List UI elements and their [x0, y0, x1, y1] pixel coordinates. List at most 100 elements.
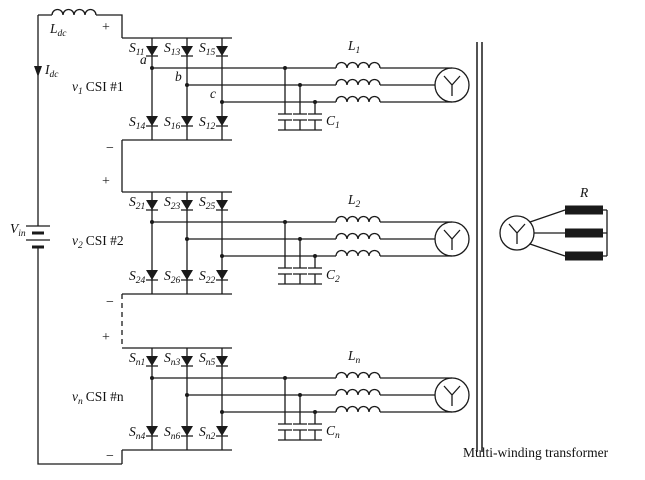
label-l2-sub: 2: [356, 200, 361, 210]
label-c2: C2: [326, 267, 340, 285]
label-cn-main: C: [326, 423, 336, 438]
label-cn-sub: n: [335, 431, 340, 441]
label-s12-main: S: [199, 114, 206, 129]
label-csi1: CSI #1: [86, 79, 124, 94]
label-l1: L1: [347, 38, 360, 56]
label-s13: S13: [164, 40, 181, 58]
label-sn1-main: S: [129, 350, 136, 365]
label-vn-main: v: [72, 389, 78, 404]
inductor-ldc-coil: [51, 8, 97, 16]
battery-short-plates: [32, 231, 44, 249]
label-s22: S22: [199, 268, 216, 286]
label-v2-main: v: [72, 233, 78, 248]
label-sn2-sub: n2: [206, 432, 216, 442]
label-ldc-main: L: [49, 21, 58, 36]
label-csi2: CSI #2: [86, 233, 124, 248]
label-s26-main: S: [164, 268, 171, 283]
resistor-block: [565, 228, 603, 238]
label-s11-sub: 11: [136, 48, 145, 58]
label-l1-sub: 1: [356, 46, 361, 56]
transformer-core: [476, 42, 483, 452]
label-idc-main: I: [44, 62, 51, 77]
label-s22-sub: 22: [206, 276, 216, 286]
label-s13-sub: 13: [171, 48, 181, 58]
label-ldc-sub: dc: [58, 29, 68, 39]
label-vn-sub: n: [78, 397, 83, 407]
label-sn3-main: S: [164, 350, 171, 365]
label-s26-sub: 26: [171, 276, 181, 286]
label-vin: Vin: [10, 221, 26, 239]
label-c1-sub: 1: [335, 121, 340, 131]
label-v2-sub: 2: [78, 241, 83, 251]
label-sn6-sub: n6: [171, 432, 181, 442]
label-sn6-main: S: [164, 424, 171, 439]
label-c2-main: C: [326, 267, 336, 282]
label-c2-sub: 2: [335, 275, 340, 285]
label-s23: S23: [164, 194, 181, 212]
label-plus-2: +: [102, 174, 110, 189]
label-idc-sub: dc: [50, 70, 60, 80]
label-minus-n: −: [106, 449, 114, 464]
label-vin-main: V: [10, 221, 20, 236]
label-ln: Ln: [347, 348, 361, 366]
label-s24: S24: [129, 268, 146, 286]
label-sn5: Sn5: [199, 350, 216, 368]
label-v1-main: v: [72, 79, 78, 94]
label-ln-main: L: [347, 348, 356, 363]
label-s21-sub: 21: [136, 202, 146, 212]
resistor-block: [565, 205, 603, 215]
label-s13-main: S: [164, 40, 171, 55]
label-plus-1: +: [102, 20, 110, 35]
label-idc: Idc: [44, 62, 59, 80]
battery-long-plates: [26, 225, 50, 241]
label-sn3: Sn3: [164, 350, 181, 368]
dc-link-wiring: [26, 8, 123, 465]
label-s24-sub: 24: [136, 276, 146, 286]
secondary-side: [499, 205, 608, 261]
label-s16: S16: [164, 114, 181, 132]
resistor-blocks: [565, 205, 603, 261]
label-sn4: Sn4: [129, 424, 146, 442]
dc-wires: [37, 14, 123, 465]
label-sn1: Sn1: [129, 350, 145, 368]
label-l1-main: L: [347, 38, 356, 53]
label-ldc: Ldc: [49, 21, 67, 39]
label-s15-sub: 15: [206, 48, 216, 58]
label-sn5-sub: n5: [206, 358, 216, 368]
label-s25-sub: 25: [206, 202, 216, 212]
resistor-block: [565, 251, 603, 261]
current-arrow: [34, 66, 42, 77]
label-s23-sub: 23: [171, 202, 181, 212]
label-sn4-main: S: [129, 424, 136, 439]
label-s26: S26: [164, 268, 181, 286]
labels-layer: Ldc Idc Vin R Multi-winding transformer …: [10, 20, 609, 464]
label-v1-sub: 1: [78, 87, 83, 97]
label-minus-1: −: [106, 141, 114, 156]
label-transformer-caption: Multi-winding transformer: [463, 445, 609, 460]
label-s11: S11: [129, 40, 145, 58]
label-r: R: [579, 185, 589, 200]
label-s22-main: S: [199, 268, 206, 283]
label-s12-sub: 12: [206, 122, 216, 132]
label-s25: S25: [199, 194, 216, 212]
label-s14-main: S: [129, 114, 136, 129]
label-sn6: Sn6: [164, 424, 181, 442]
label-l2-main: L: [347, 192, 356, 207]
label-s14: S14: [129, 114, 146, 132]
label-phase-b: b: [175, 69, 182, 84]
label-s23-main: S: [164, 194, 171, 209]
label-c1-main: C: [326, 113, 336, 128]
label-sn1-sub: n1: [136, 358, 146, 368]
label-plus-n: +: [102, 330, 110, 345]
label-s15-main: S: [199, 40, 206, 55]
label-vin-sub: in: [18, 229, 26, 239]
label-minus-2: −: [106, 295, 114, 310]
label-s15: S15: [199, 40, 216, 58]
label-cn: Cn: [326, 423, 340, 441]
label-s21-main: S: [129, 194, 136, 209]
label-ln-sub: n: [356, 356, 361, 366]
